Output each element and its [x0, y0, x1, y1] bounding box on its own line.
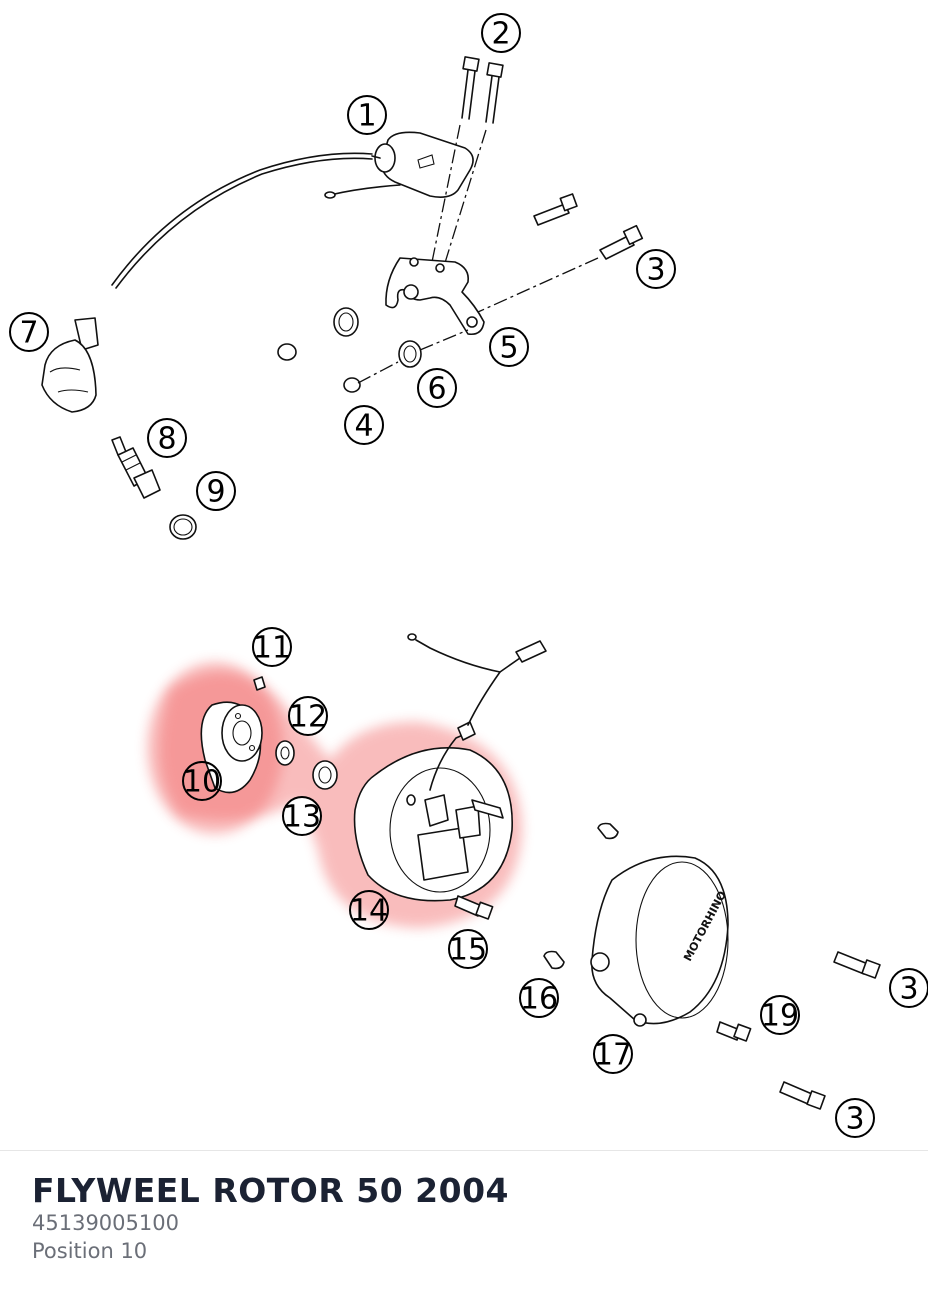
callout-label: 2	[491, 17, 510, 52]
ignition-cover[interactable]: ΜΟΤΟRHΙΝΟ	[590, 855, 729, 1027]
callout-label: 3	[899, 972, 918, 1007]
callout-label: 5	[499, 331, 518, 366]
callout-label: 15	[449, 933, 487, 968]
callout-2[interactable]: 2	[481, 13, 521, 53]
callout-13[interactable]: 13	[282, 796, 322, 836]
callout-9[interactable]: 9	[196, 471, 236, 511]
callout-3-bottom[interactable]: 3	[835, 1098, 875, 1138]
callout-14[interactable]: 14	[349, 890, 389, 930]
rotor-washer[interactable]	[275, 740, 295, 766]
callout-label: 4	[354, 409, 373, 444]
callout-label: 13	[283, 800, 321, 835]
spark-plug[interactable]	[111, 436, 161, 499]
callout-label: 11	[253, 631, 291, 666]
small-bolt[interactable]	[533, 193, 578, 226]
stator[interactable]	[353, 633, 547, 902]
exploded-parts-diagram: ΜΟΤΟRHΙΝΟ 1 2 3 4 5 6 7 8	[9, 13, 928, 1138]
callout-5[interactable]: 5	[489, 327, 529, 367]
spacer-bushing[interactable]	[277, 329, 469, 393]
callout-label: 7	[19, 316, 38, 351]
bracket-bolt[interactable]	[477, 224, 644, 313]
callout-label: 9	[206, 475, 225, 510]
callout-label: 3	[845, 1102, 864, 1137]
part-info-panel: FLYWEEL ROTOR 50 2004 45139005100 Positi…	[0, 1150, 928, 1290]
rotor-nut[interactable]	[312, 760, 338, 790]
sealing-ring[interactable]	[169, 514, 197, 540]
callout-11[interactable]: 11	[252, 627, 292, 667]
callout-12[interactable]: 12	[288, 696, 328, 736]
callout-3-right[interactable]: 3	[889, 968, 928, 1008]
callout-4[interactable]: 4	[344, 405, 384, 445]
callout-label: 14	[350, 894, 388, 929]
callout-label: 10	[183, 765, 221, 800]
callout-1[interactable]: 1	[347, 95, 387, 135]
woodruff-key[interactable]	[253, 676, 266, 691]
flywheel-rotor[interactable]	[200, 701, 263, 794]
callout-6[interactable]: 6	[417, 368, 457, 408]
callout-16[interactable]: 16	[519, 978, 559, 1018]
callout-label: 19	[761, 999, 799, 1034]
part-number: 45139005100	[32, 1211, 179, 1235]
callout-label: 8	[157, 422, 176, 457]
rubber-grommet[interactable]	[333, 307, 422, 368]
callout-15[interactable]: 15	[448, 929, 488, 969]
callout-8[interactable]: 8	[147, 418, 187, 458]
callout-7[interactable]: 7	[9, 312, 49, 352]
callout-label: 3	[646, 253, 665, 288]
callout-label: 1	[357, 99, 376, 134]
cover-bolt[interactable]	[716, 951, 881, 1110]
dowel-pin[interactable]	[543, 822, 619, 970]
part-position: Position 10	[32, 1239, 148, 1263]
mounting-bracket[interactable]	[385, 257, 485, 336]
callout-label: 12	[289, 700, 327, 735]
part-title: FLYWEEL ROTOR 50 2004	[32, 1171, 510, 1210]
coil-bolts[interactable]	[431, 56, 504, 267]
callout-17[interactable]: 17	[593, 1034, 633, 1074]
ignition-coil[interactable]	[111, 131, 474, 289]
spark-plug-cap[interactable]	[41, 317, 99, 413]
callout-19[interactable]: 19	[760, 995, 800, 1035]
callout-3[interactable]: 3	[636, 249, 676, 289]
callout-label: 17	[594, 1038, 632, 1073]
callout-10[interactable]: 10	[182, 761, 222, 801]
callout-label: 16	[520, 982, 558, 1017]
callout-label: 6	[427, 372, 446, 407]
stator-bolt[interactable]	[454, 895, 494, 920]
